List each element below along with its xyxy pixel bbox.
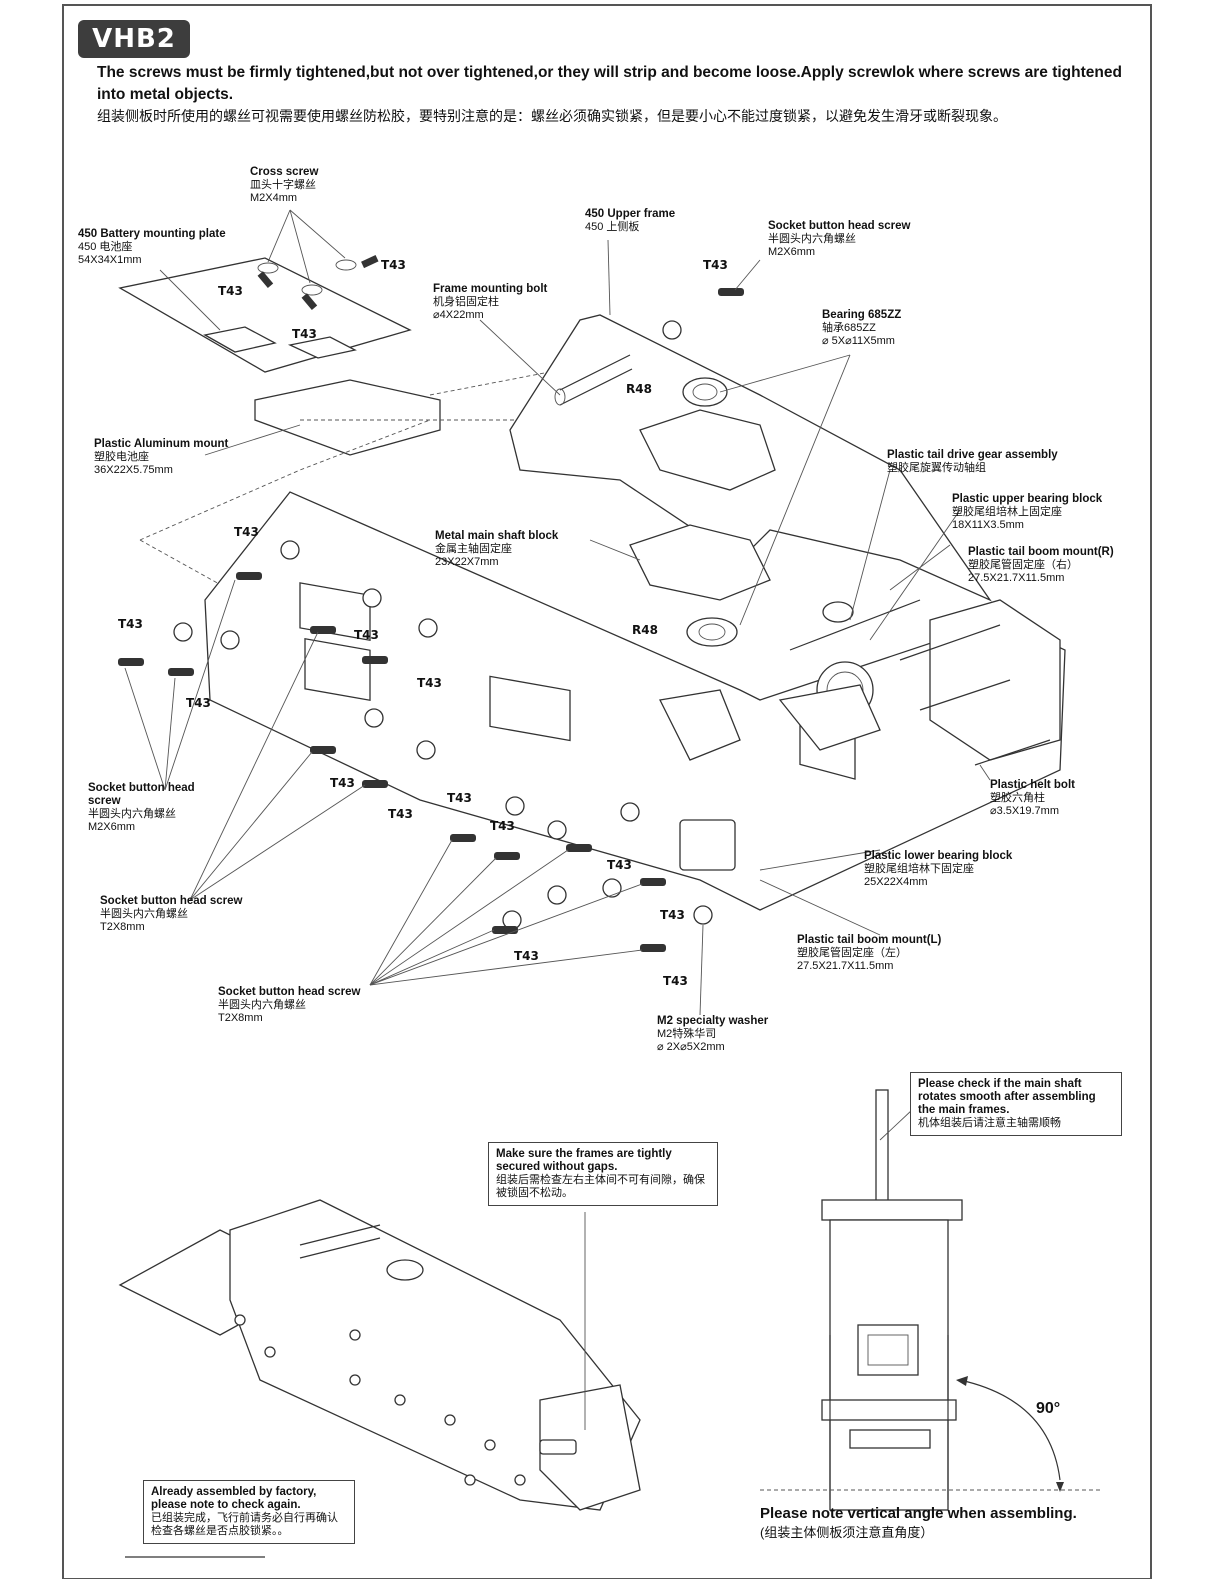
tag-t43: T43 — [234, 525, 259, 539]
upper-bearing-block — [659, 689, 741, 761]
tag-t43: T43 — [381, 258, 406, 272]
note-factory-assembled: Already assembled by factory, please not… — [143, 1480, 355, 1544]
tag-t43: T43 — [660, 908, 685, 922]
lower-bearing-block — [778, 684, 881, 751]
angle-arrow-bottom — [1056, 1482, 1064, 1492]
tail-boom-mount-right — [929, 599, 1061, 761]
tag-t43: T43 — [354, 628, 379, 642]
tag-t43: T43 — [663, 974, 688, 988]
tag-t43: T43 — [330, 776, 355, 790]
tag-t43: T43 — [218, 284, 243, 298]
tag-t43: T43 — [388, 807, 413, 821]
vertical-angle-note-cn: (组装主体侧板须注意直角度） — [760, 1525, 934, 1540]
main-shaft-block-lower — [629, 524, 771, 647]
aluminum-mount-shape — [254, 379, 441, 456]
intro-english: The screws must be firmly tightened,but … — [97, 64, 1122, 103]
tag-t43: T43 — [703, 258, 728, 272]
socket-screws — [118, 288, 744, 952]
frame-window-3 — [489, 675, 571, 742]
tag-r48: R48 — [632, 623, 658, 637]
cross-screws — [257, 254, 379, 311]
shaft-check-pointer — [879, 1109, 913, 1141]
section-badge: VHB2 — [78, 20, 190, 58]
frame-washers — [173, 320, 713, 930]
angle-arc — [959, 1379, 1061, 1481]
tag-t43: T43 — [514, 949, 539, 963]
tag-t43: T43 — [186, 696, 211, 710]
tag-t43: T43 — [607, 858, 632, 872]
frame-bolt-shape — [559, 354, 631, 391]
front-view-drawing — [821, 1089, 963, 1511]
assembled-frame-view — [118, 1199, 641, 1511]
angle-label: 90° — [1036, 1400, 1061, 1417]
tag-r48: R48 — [626, 382, 652, 396]
frame-logo-plate — [679, 819, 736, 871]
vertical-angle-note: Please note vertical angle when assembli… — [760, 1505, 1077, 1522]
page-border — [62, 4, 1152, 1579]
tag-t43: T43 — [447, 791, 472, 805]
frame-window-2 — [304, 638, 371, 702]
angle-arrow-top — [956, 1376, 968, 1386]
frame-window-1 — [299, 582, 371, 642]
main-shaft-block-upper — [639, 377, 776, 491]
battery-plate-slot — [203, 326, 277, 353]
label-tail-boom-mount-left: Plastic tail boom mount(L)塑胶尾管固定座（左）27.5… — [797, 934, 942, 972]
note-frames-secured: Make sure the frames are tightly secured… — [488, 1142, 718, 1206]
tag-t43: T43 — [490, 819, 515, 833]
intro-chinese: 组装侧板时所使用的螺丝可视需要使用螺丝防松胶，要特别注意的是：螺丝必须确实锁紧，… — [97, 108, 1007, 124]
tag-t43: T43 — [417, 676, 442, 690]
battery-plate-slot-2 — [287, 336, 357, 359]
tag-t43: T43 — [292, 327, 317, 341]
label-tail-boom-mount-right: Plastic tail boom mount(R)塑胶尾管固定座（右）27.5… — [968, 546, 1114, 584]
note-main-shaft-check: Please check if the main shaft rotates s… — [910, 1072, 1122, 1136]
tag-t43: T43 — [118, 617, 143, 631]
